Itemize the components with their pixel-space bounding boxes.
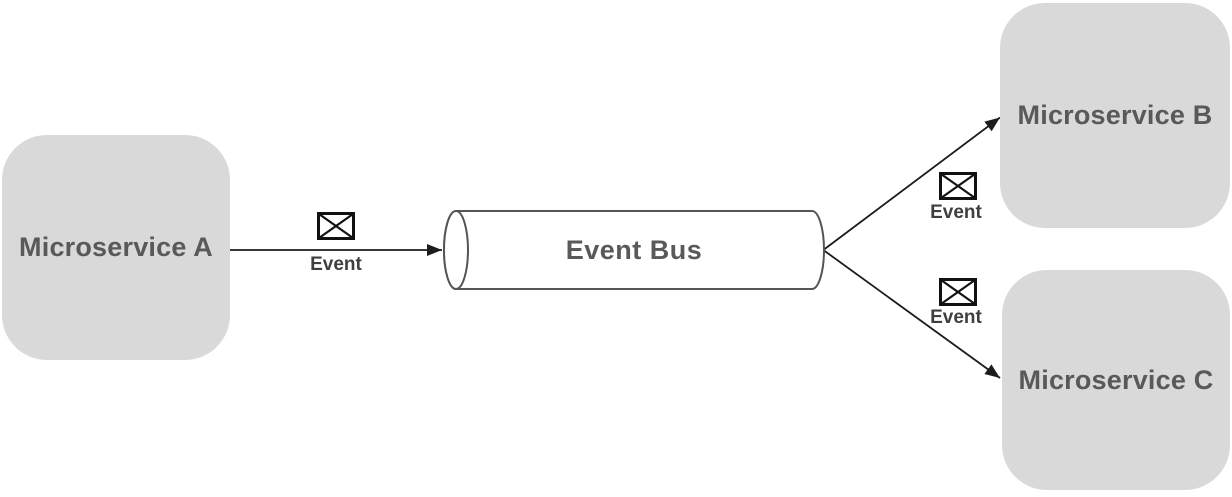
- arrow-bus-to-c: [823, 249, 1001, 379]
- arrow-bus-to-b: [823, 116, 1001, 251]
- event-bus-cylinder: [443, 210, 825, 290]
- envelope-icon: [939, 172, 977, 200]
- node-microservice-b: Microservice B: [1000, 3, 1230, 228]
- envelope-icon: [939, 278, 977, 306]
- node-microservice-b-label: Microservice B: [1017, 100, 1213, 130]
- edge-label-event-bus-to-b: Event: [930, 202, 982, 223]
- event-bus-label: Event Bus: [565, 234, 703, 265]
- node-microservice-c-label: Microservice C: [1018, 364, 1214, 395]
- node-microservice-a: Microservice A: [2, 135, 230, 360]
- node-microservice-c: Microservice C: [1002, 270, 1230, 490]
- edge-label-event-bus-to-c: Event: [930, 307, 982, 328]
- edge-label-event-a-to-bus: Event: [310, 254, 362, 275]
- envelope-icon: [317, 212, 355, 240]
- node-microservice-a-label: Microservice A: [19, 232, 213, 262]
